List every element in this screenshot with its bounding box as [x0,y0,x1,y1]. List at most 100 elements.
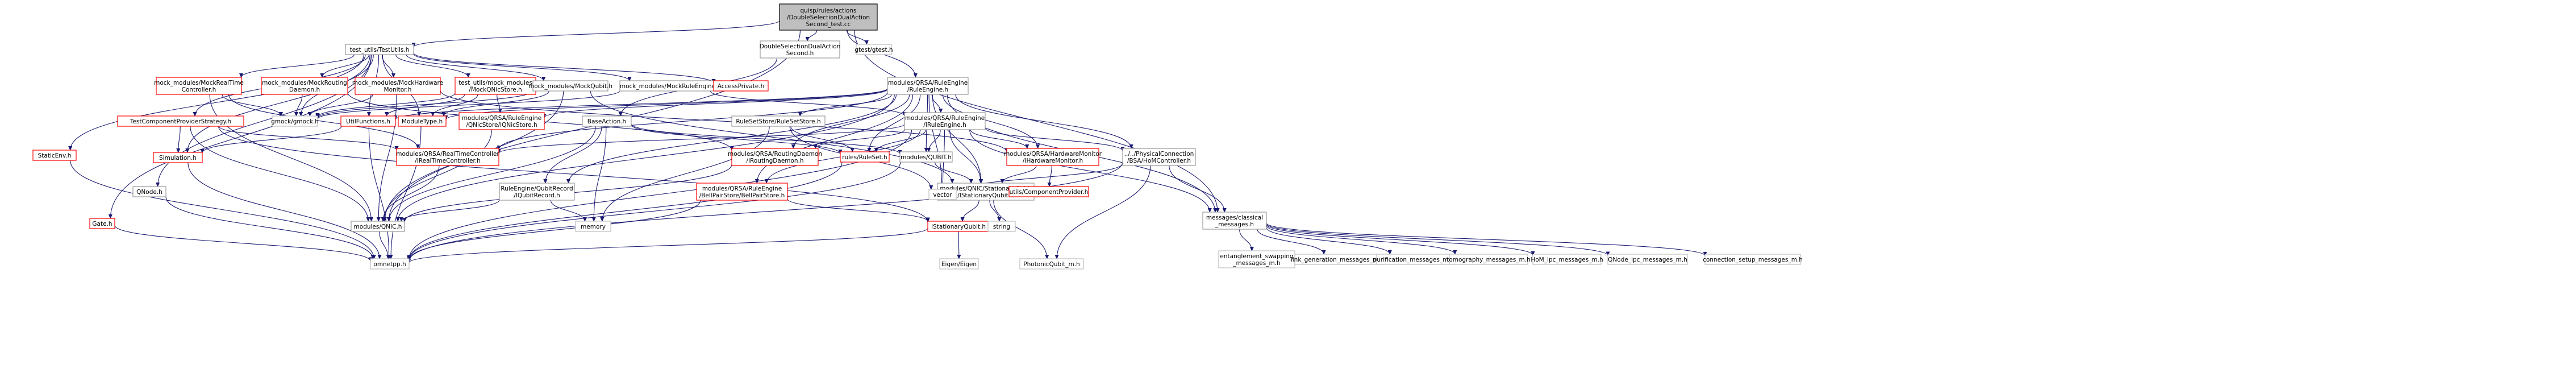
node-bsahom[interactable]: ../../PhysicalConnection/BSA/HoMControll… [1122,148,1196,166]
edge-ruleengine-to-vector [928,94,942,189]
node-ruleset[interactable]: rules/RuleSet.h [840,151,890,163]
node-irealtime[interactable]: modules/QRSA/RealTimeController/IRealTim… [396,148,499,166]
node-mockqnic-label-line-0: test_utils/mock_modules [458,80,532,86]
edge-ruleengine-to-iqnicstore [544,89,888,118]
node-photonic-label-line-0: PhotonicQubit_m.h [1023,261,1079,268]
node-qnic[interactable]: modules/QNIC.h [351,221,405,232]
node-mockrouting-label-line-1: Daemon.h [289,86,320,93]
node-accessprivate[interactable]: AccessPrivate.h [713,80,769,92]
node-iqubit-label-line-0: modules/QUBIT.h [901,154,952,161]
edge-baseaction-to-ruleset [631,124,840,154]
node-classical[interactable]: messages/classical_messages.h [1202,212,1267,230]
node-omnetpp-label-line-0: omnetpp.h [373,261,406,268]
node-mockrule[interactable]: mock_modules/MockRuleEngine.h [619,80,722,92]
node-hom_ipc: HoM_ipc_messages_m.h [1531,254,1603,265]
node-compprovider[interactable]: utils/ComponentProvider.h [1008,186,1089,197]
node-eigen-box [939,258,979,270]
node-dsdas-label-line-1: Second.h [786,50,814,57]
edge-iruleengine-to-irealtime [499,123,905,153]
node-tcps-box [117,115,244,127]
edge-mockqubit-to-gmock [318,90,533,118]
node-ihwmon[interactable]: modules/QRSA/HardwareMonitor/IHardwareMo… [1004,148,1102,166]
node-mockqnic[interactable]: test_utils/mock_modules/MockQNicStore.h [455,77,536,95]
node-simulation[interactable]: Simulation.h [153,152,203,163]
node-gtest: gtest/gtest.h [855,44,893,55]
node-iqnicstore-label-line-1: /QNicStore/IQNicStore.h [466,122,537,129]
edge-iruleengine-to-stationary [949,129,981,183]
node-iroutingdaemon[interactable]: modules/QRSA/RoutingDaemon/IRoutingDaemo… [728,148,822,166]
edge-ihwmon-to-stationary [1002,165,1037,183]
node-root[interactable]: quisp/rules/actions/DoubleSelectionDualA… [779,3,878,31]
node-iqnicstore[interactable]: modules/QRSA/RuleEngine/QNicStore/IQNicS… [458,112,545,130]
node-classical-label-line-0: messages/classical [1206,214,1263,221]
node-root-label-line-0: quisp/rules/actions [800,7,856,14]
node-ent_swap: entanglement_swapping_messages_m.h [1218,250,1295,268]
node-utilfunctions[interactable]: UtilFunctions.h [340,115,396,127]
node-bsahom-label-line-0: ../../PhysicalConnection [1124,151,1194,158]
edge-ruleengine-to-qnic [398,94,895,221]
node-ihwmon-label-line-1: /IHardwareMonitor.h [1023,158,1083,164]
edge-classical-to-ent_swap [1239,229,1252,251]
node-baseaction[interactable]: BaseAction.h [582,115,632,127]
node-moduletype[interactable]: ModuleType.h [398,115,447,127]
node-photonic-box [1019,258,1084,270]
node-staticenv[interactable]: StaticEnv.h [32,150,77,161]
node-ent_swap-label-line-1: _messages_m.h [1232,260,1280,267]
node-link_gen-label-line-0: link_generation_messages_m.h [1291,256,1384,263]
node-mockrt-box [156,77,242,95]
edge-moduletype-to-omnetpp [391,126,422,259]
node-mockqnic-label-line-1: /MockQNicStore.h [469,86,522,93]
node-classical-box [1202,212,1267,230]
edge-tcps-to-istatq [218,126,928,222]
edge-testutils-to-accessprivate [413,52,714,83]
node-gmock: gmock/gmock.h [271,115,319,127]
node-bellpair[interactable]: modules/QRSA/RuleEngine/BellPairStore/Be… [696,183,788,201]
node-gtest-box [856,44,892,55]
node-baseaction-label-line-0: BaseAction.h [587,118,626,125]
edge-baseaction-to-memory [594,126,607,221]
node-ruleengine-label-line-0: modules/QRSA/RuleEngine [888,80,968,86]
node-ent_swap-label-line-0: entanglement_swapping [1220,253,1293,260]
node-testutils[interactable]: test_utils/TestUtils.h [345,44,414,55]
node-qnode[interactable]: QNode.h [132,186,166,197]
node-qnode-label-line-0: QNode.h [136,189,162,196]
node-mockrule-label-line-0: mock_modules/MockRuleEngine.h [620,83,721,90]
node-tcps[interactable]: TestComponentProviderStrategy.h [117,115,244,127]
node-iqubit[interactable]: modules/QUBIT.h [899,151,953,163]
edge-root-to-dsdas [807,30,818,41]
edge-ruleengine-to-stationary [932,94,981,183]
node-qubitrecord[interactable]: RuleEngine/QubitRecord/IQubitRecord.h [499,183,575,201]
node-istatq[interactable]: IStationaryQubit.h [927,221,990,232]
node-bellpair-label-line-0: modules/QRSA/RuleEngine [702,185,782,192]
edge-bsahom-to-photonic [1057,165,1151,259]
node-qnic-label-line-0: modules/QNIC.h [354,223,402,230]
edge-classical-to-conn_setup [1266,222,1705,256]
edge-testutils-to-mockhw [381,54,394,77]
edge-iqubit-to-omnetpp [409,162,901,260]
node-iruleengine[interactable]: modules/QRSA/RuleEngine/IRuleEngine.h [904,112,986,130]
edge-classical-to-purif [1266,227,1390,254]
node-iqubit-box [899,151,953,163]
edges-layer [70,20,1705,263]
node-ihwmon-box [1006,148,1099,166]
node-mockqubit[interactable]: mock_modules/MockQubit.h [528,80,612,92]
node-rulesetstore[interactable]: RuleSetStore/RuleSetStore.h [731,115,826,127]
node-qnode_ipc-label-line-0: QNode_ipc_messages_m.h [1608,256,1687,263]
node-ruleengine[interactable]: modules/QRSA/RuleEngine/RuleEngine.h [887,77,969,95]
edge-iqnicstore-to-qnic [384,129,492,221]
node-rulesetstore-label-line-0: RuleSetStore/RuleSetStore.h [736,118,820,125]
edge-istatq-to-omnetpp [409,228,928,263]
edge-qnode-to-omnetpp [165,196,373,259]
node-bsahom-label-line-1: /BSA/HoMController.h [1127,158,1191,164]
node-baseaction-box [582,115,632,127]
node-gate[interactable]: Gate.h [89,218,115,229]
node-compprovider-box [1008,186,1089,197]
node-tomo-box [1449,254,1528,265]
edge-testutils-to-staticenv [70,54,364,150]
node-moduletype-box [398,115,447,127]
node-purif-label-line-0: purification_messages_m.h [1373,256,1454,263]
